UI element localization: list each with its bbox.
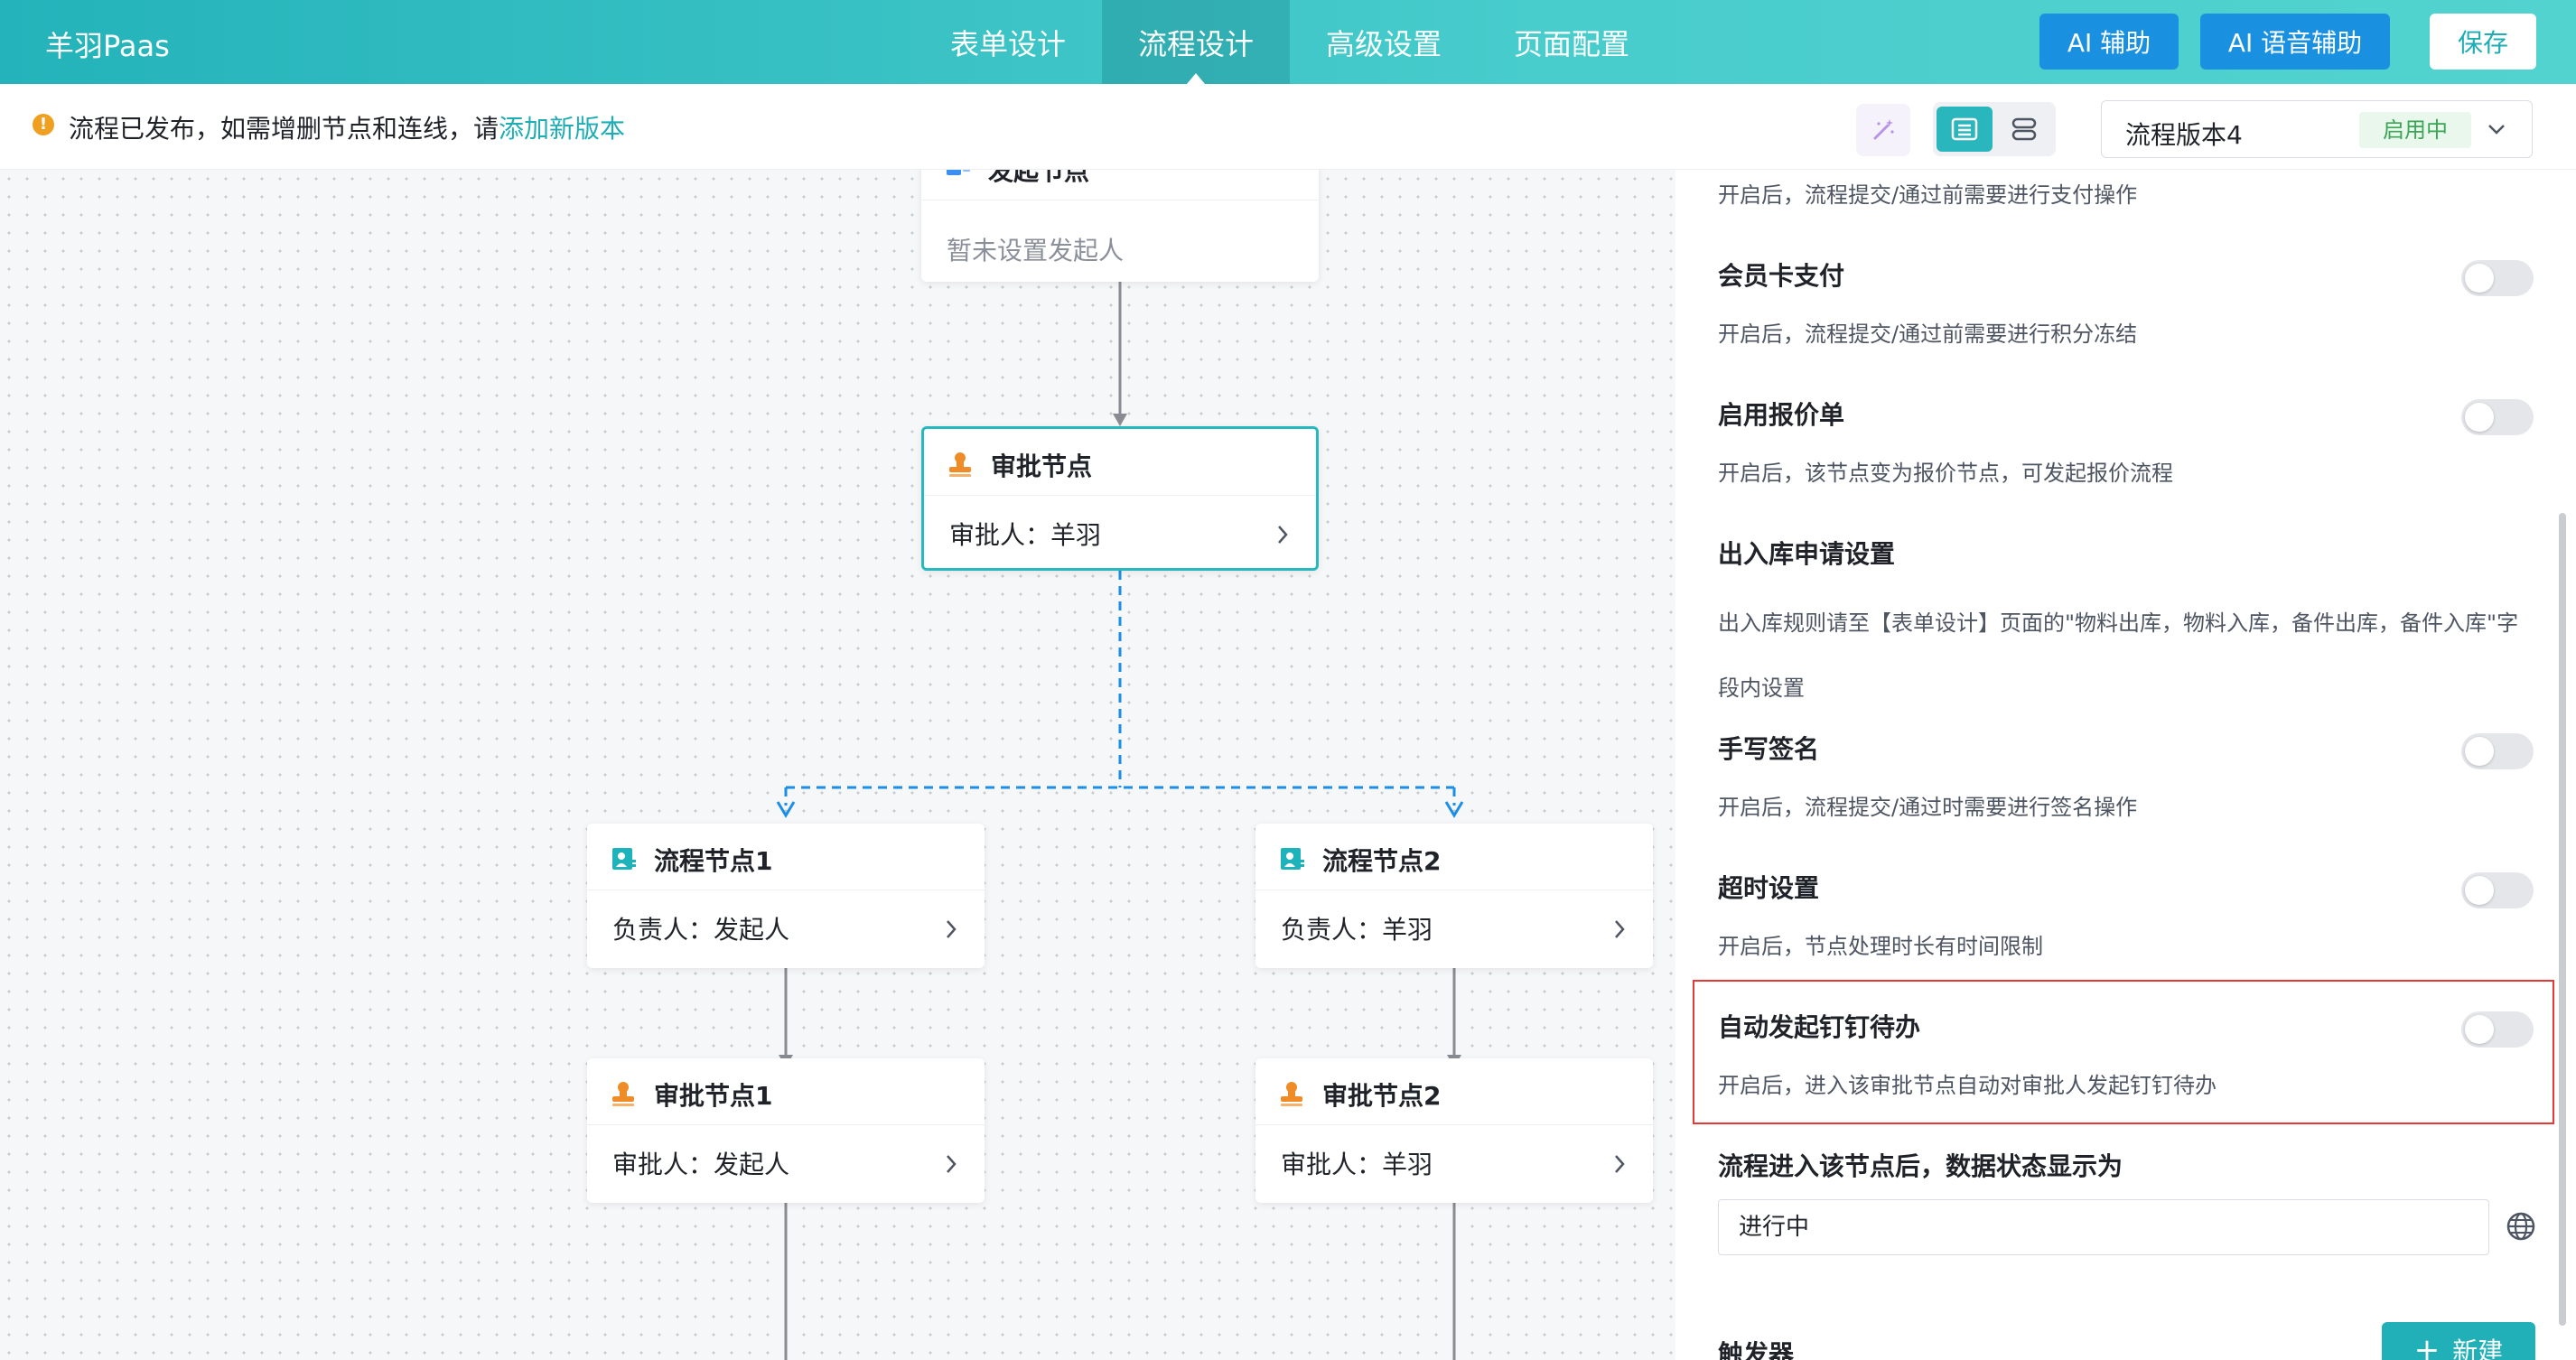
status-input[interactable]: 进行中 (1718, 1199, 2489, 1255)
globe-icon[interactable] (2505, 1210, 2537, 1243)
signature-toggle[interactable] (2461, 733, 2534, 769)
node-header: 发起节点 (921, 170, 1319, 200)
chevron-right-icon (947, 1155, 957, 1173)
add-version-link[interactable]: 添加新版本 (499, 114, 626, 144)
trigger-title: 触发器 (1718, 1339, 1795, 1360)
tab-form-design[interactable]: 表单设计 (950, 26, 1067, 61)
list-view-button[interactable] (1937, 107, 1993, 152)
stock-desc: 出入库规则请至【表单设计】页面的"物料出库，物料入库，备件出库，备件入库"字段内… (1718, 610, 2519, 701)
process-node-1[interactable]: 流程节点1 负责人：发起人 (587, 824, 985, 968)
magic-wand-icon (1873, 119, 1894, 140)
notice-text: 流程已发布，如需增删节点和连线，请 (69, 114, 499, 144)
chevron-down-icon (2488, 125, 2505, 135)
member-card-toggle[interactable] (2461, 260, 2534, 296)
stamp-icon (1281, 1082, 1302, 1106)
node-body: 负责人：羊羽 (1281, 915, 1433, 945)
connector-lines (776, 282, 1464, 1360)
timeout-title: 超时设置 (1718, 873, 1820, 903)
member-card-desc: 开启后，流程提交/通过前需要进行积分冻结 (1718, 321, 2138, 347)
member-card-title: 会员卡支付 (1718, 261, 1845, 291)
stock-title: 出入库申请设置 (1718, 539, 1896, 569)
chevron-right-icon (1615, 920, 1625, 938)
signature-desc: 开启后，流程提交/通过时需要进行签名操作 (1718, 795, 2138, 820)
user-doc-icon (612, 848, 636, 870)
quote-title: 启用报价单 (1718, 400, 1845, 430)
node-title: 审批节点2 (1322, 1081, 1442, 1111)
node-title: 审批节点 (991, 452, 1093, 481)
node-header: 审批节点1 (587, 1058, 985, 1125)
node-body: 审批人：羊羽 (1281, 1150, 1433, 1179)
ding-todo-title: 自动发起钉钉待办 (1718, 1012, 1921, 1042)
top-header: 羊羽Paas 表单设计 流程设计 高级设置 页面配置 AI 辅助 AI 语音辅助… (0, 0, 2576, 84)
user-doc-icon (1281, 848, 1304, 870)
node-title: 审批节点1 (654, 1081, 773, 1111)
node-body: 审批人：羊羽 (949, 520, 1102, 550)
node-body: 暂未设置发起人 (947, 236, 1125, 265)
ai-voice-assist-button[interactable]: AI 语音辅助 (2200, 14, 2390, 70)
signature-title: 手写签名 (1718, 734, 1820, 764)
timeout-toggle[interactable] (2461, 872, 2534, 908)
node-title: 发起节点 (988, 170, 1090, 186)
process-node-2[interactable]: 流程节点2 负责人：羊羽 (1255, 824, 1653, 968)
quote-desc: 开启后，该节点变为报价节点，可发起报价流程 (1718, 461, 2173, 486)
stack-view-button[interactable] (1996, 107, 2052, 152)
start-node[interactable]: 发起节点 暂未设置发起人 (921, 170, 1319, 282)
ai-assist-button[interactable]: AI 辅助 (2039, 14, 2179, 70)
node-header: 审批节点2 (1255, 1058, 1653, 1125)
version-select[interactable]: 流程版本4 启用中 (2101, 100, 2533, 158)
status-badge: 启用中 (2359, 112, 2471, 148)
save-button[interactable]: 保存 (2430, 14, 2536, 70)
tab-page-config[interactable]: 页面配置 (1514, 26, 1630, 61)
stack-view-icon (2011, 117, 2037, 141)
flow-toolbar: ! 流程已发布，如需增删节点和连线，请添加新版本 流程版本4 (0, 84, 2576, 170)
publish-notice: 流程已发布，如需增删节点和连线，请添加新版本 (69, 109, 625, 145)
chevron-right-icon (947, 920, 957, 938)
node-body: 负责人：发起人 (612, 915, 790, 945)
node-title: 流程节点2 (1322, 846, 1442, 876)
warning-icon: ! (33, 114, 54, 135)
node-header: 审批节点 (924, 429, 1316, 496)
chevron-right-icon (1278, 526, 1288, 544)
node-body: 审批人：发起人 (612, 1150, 790, 1179)
approval-node[interactable]: 审批节点 审批人：羊羽 (921, 426, 1319, 571)
highlight-box (1693, 980, 2554, 1124)
node-header: 流程节点2 (1255, 824, 1653, 890)
timeout-desc: 开启后，节点处理时长有时间限制 (1718, 934, 2043, 959)
new-button-label: 新建 (2452, 1337, 2504, 1360)
quote-toggle[interactable] (2461, 399, 2534, 435)
node-title: 流程节点1 (654, 846, 773, 876)
brand-logo[interactable]: 羊羽Paas (45, 29, 170, 63)
chevron-right-icon (1615, 1155, 1625, 1173)
view-mode-switch (1933, 102, 2056, 156)
tab-advanced-settings[interactable]: 高级设置 (1326, 26, 1442, 61)
ding-todo-toggle[interactable] (2461, 1011, 2534, 1048)
tab-flow-design[interactable]: 流程设计 (1102, 0, 1291, 84)
magic-wand-button[interactable] (1856, 104, 1910, 156)
panel-scrollbar[interactable] (2559, 513, 2566, 1326)
flow-canvas[interactable]: 发起节点 暂未设置发起人 审批节点 审批人：羊羽 (0, 170, 1675, 1360)
new-trigger-button[interactable]: + 新建 (2382, 1322, 2535, 1360)
stamp-icon (949, 452, 971, 477)
ding-todo-desc: 开启后，进入该审批节点自动对审批人发起钉钉待办 (1718, 1073, 2217, 1098)
main-nav: 表单设计 流程设计 高级设置 页面配置 (914, 0, 1666, 84)
stamp-icon (612, 1082, 634, 1106)
status-title: 流程进入该节点后，数据状态显示为 (1718, 1151, 2123, 1181)
version-label: 流程版本4 (2125, 120, 2243, 150)
start-node-icon (947, 170, 970, 175)
approval-node-1[interactable]: 审批节点1 审批人：发起人 (587, 1058, 985, 1203)
node-header: 流程节点1 (587, 824, 985, 890)
payment-desc: 开启后，流程提交/通过前需要进行支付操作 (1718, 182, 2138, 208)
node-settings-panel: 开启后，流程提交/通过前需要进行支付操作 会员卡支付 开启后，流程提交/通过前需… (1675, 170, 2576, 1360)
plus-icon: + (2413, 1332, 2441, 1360)
list-view-icon (1951, 117, 1978, 141)
approval-node-2[interactable]: 审批节点2 审批人：羊羽 (1255, 1058, 1653, 1203)
